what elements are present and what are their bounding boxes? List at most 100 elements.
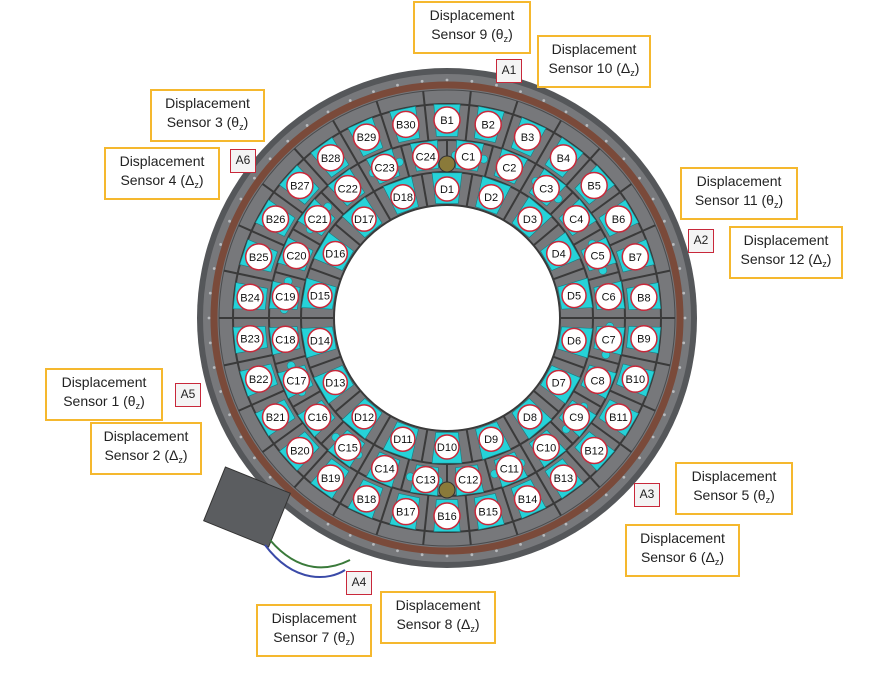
segment-label: B30 bbox=[392, 110, 420, 139]
bolt-hole bbox=[683, 316, 687, 320]
segment-label-circle bbox=[621, 243, 650, 271]
sensor-callout: Displacement Sensor 5 (θz) bbox=[675, 462, 793, 515]
segment-label: C9 bbox=[562, 403, 591, 431]
bolt-hole bbox=[228, 413, 231, 417]
sensor-title: Displacement bbox=[551, 41, 637, 57]
segment-label-circle bbox=[411, 142, 440, 171]
bolt-hole bbox=[239, 435, 243, 439]
radial-rib bbox=[332, 120, 359, 165]
radial-rib bbox=[223, 354, 274, 367]
sensor-callout: Displacement Sensor 12 (Δz) bbox=[729, 226, 843, 279]
segment-label-text: C11 bbox=[500, 464, 519, 476]
sensor-callout: Displacement Sensor 7 (θz) bbox=[256, 604, 372, 657]
radial-rib bbox=[375, 486, 393, 536]
bolt-hole bbox=[651, 435, 655, 439]
segment-label-text: C12 bbox=[458, 475, 478, 487]
segment-label: B29 bbox=[352, 123, 381, 151]
radial-rib bbox=[293, 449, 329, 489]
sensor-name: Sensor 6 (Δz) bbox=[640, 549, 725, 567]
segment-label-text: B21 bbox=[266, 412, 286, 424]
bolt-hole bbox=[268, 157, 272, 161]
segment-label-text: B20 bbox=[290, 445, 310, 457]
inner-void bbox=[339, 210, 555, 426]
radial-rib bbox=[422, 494, 430, 545]
segment-label-circle bbox=[621, 365, 650, 393]
segment-label-text: C2 bbox=[502, 162, 516, 174]
sensor-name: Sensor 9 (θz) bbox=[431, 26, 513, 44]
segment-label-circle bbox=[282, 366, 311, 395]
radial-rib bbox=[332, 471, 359, 516]
bolt-hole bbox=[564, 522, 568, 526]
segment-label-text: D11 bbox=[393, 434, 412, 446]
radial-rib bbox=[572, 390, 602, 408]
segment-label-text: D17 bbox=[354, 214, 374, 226]
segment-label-circle bbox=[370, 454, 399, 483]
segment-label-circle bbox=[594, 325, 623, 354]
segment-label-circle bbox=[392, 497, 420, 526]
segment-label-text: B28 bbox=[321, 153, 341, 165]
segment-label-text: B2 bbox=[481, 119, 494, 131]
radial-rib bbox=[565, 449, 601, 489]
segment-label-circle bbox=[594, 282, 623, 311]
segment-ribs bbox=[219, 91, 675, 545]
bolt-hole bbox=[420, 553, 424, 557]
segment-label-circle bbox=[561, 282, 587, 309]
segment-label-text: C18 bbox=[275, 334, 295, 346]
cable-box bbox=[203, 466, 291, 548]
segment-label-text: B23 bbox=[240, 334, 260, 346]
segment-label-text: D18 bbox=[393, 192, 413, 204]
segment-label-circle bbox=[271, 325, 300, 354]
radial-rib bbox=[609, 224, 656, 247]
segment-label-circle bbox=[236, 283, 264, 312]
segment-label-circle bbox=[562, 205, 591, 233]
radial-rib bbox=[502, 191, 521, 221]
radial-rib bbox=[532, 389, 560, 413]
segment-label-circle bbox=[517, 206, 543, 232]
bolt-hole bbox=[253, 176, 256, 180]
segment-label: B15 bbox=[474, 497, 502, 526]
bolt-hole bbox=[286, 139, 290, 143]
sensor-title: Displacement bbox=[119, 153, 205, 169]
segment-label: C20 bbox=[282, 241, 311, 270]
bolt-hole bbox=[372, 90, 375, 94]
segment-label-text: B29 bbox=[357, 132, 377, 144]
segment-label-circle bbox=[433, 502, 461, 530]
bolt-hole bbox=[678, 267, 682, 270]
segment-label-circle bbox=[434, 434, 460, 460]
segment-label-circle bbox=[411, 465, 440, 494]
segment-label-text: B13 bbox=[554, 473, 574, 485]
radial-rib bbox=[238, 224, 285, 247]
segment-label: D18 bbox=[390, 184, 416, 210]
segment-label-text: D14 bbox=[310, 335, 330, 347]
radial-rib bbox=[464, 494, 472, 545]
segment-label-circle bbox=[532, 174, 560, 203]
radial-rib bbox=[399, 145, 411, 178]
segment-label-circle bbox=[271, 282, 300, 311]
radial-rib bbox=[535, 471, 562, 516]
segment-label: D6 bbox=[561, 327, 587, 354]
segment-label-text: B10 bbox=[626, 374, 646, 386]
bolt-hole bbox=[212, 366, 216, 369]
segment-label: B10 bbox=[621, 365, 650, 393]
radial-rib bbox=[465, 429, 474, 462]
segment-label-text: C10 bbox=[536, 442, 556, 454]
bolt-hole bbox=[671, 390, 675, 393]
radial-rib bbox=[532, 223, 560, 247]
segment-label: D3 bbox=[517, 206, 543, 232]
segment-label-circle bbox=[286, 436, 314, 465]
segment-label-text: B16 bbox=[437, 511, 457, 523]
bolt-hole bbox=[228, 219, 231, 223]
segment-label: B23 bbox=[236, 324, 264, 353]
bolt-hole bbox=[495, 83, 498, 87]
segment-label-text: D15 bbox=[310, 291, 330, 303]
segment-label-text: D13 bbox=[325, 378, 345, 390]
radial-rib bbox=[320, 420, 345, 445]
segment-label-circle bbox=[513, 485, 542, 513]
segment-label-circle bbox=[392, 110, 420, 139]
segment-label-text: B12 bbox=[584, 445, 604, 457]
segment-label-circle bbox=[390, 426, 416, 452]
radial-rib bbox=[565, 147, 601, 187]
segment-label-text: C20 bbox=[286, 251, 306, 263]
